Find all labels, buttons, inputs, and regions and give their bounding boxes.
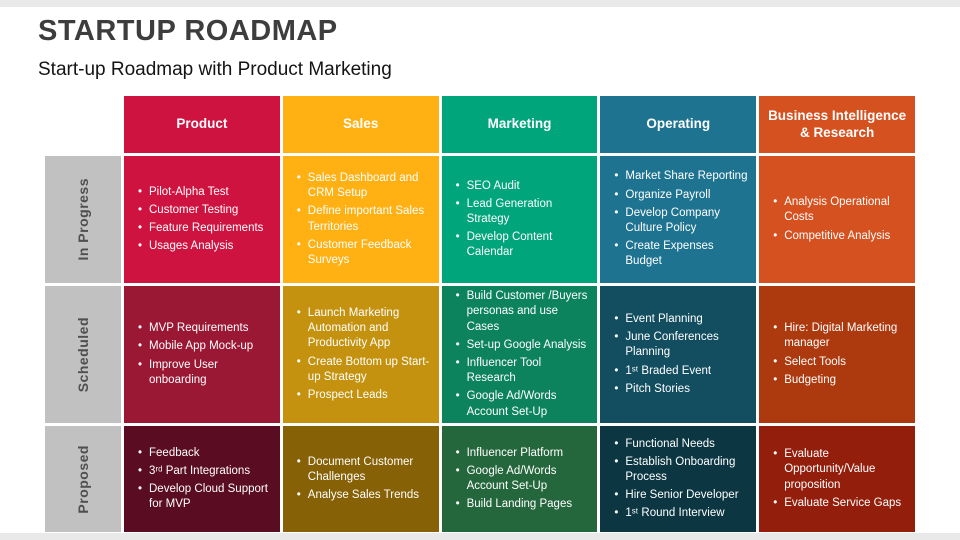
task-list: Market Share ReportingOrganize PayrollDe… — [600, 158, 756, 280]
task-item: Analyse Sales Trends — [297, 488, 431, 503]
task-item: Document Customer Challenges — [297, 455, 431, 485]
task-item: Sales Dashboard and CRM Setup — [297, 171, 431, 201]
slide: STARTUP ROADMAP Start-up Roadmap with Pr… — [0, 7, 960, 533]
column-header-business-intelligence-research: Business Intelligence & Research — [759, 96, 915, 153]
task-list: Build Customer /Buyers personas and use … — [442, 278, 598, 430]
task-item: Feedback — [138, 446, 272, 461]
cell-in-progress-operating: Market Share ReportingOrganize PayrollDe… — [600, 156, 757, 283]
cell-scheduled-sales: Launch Marketing Automation and Producti… — [282, 286, 439, 423]
task-item: Develop Content Calendar — [456, 230, 590, 260]
task-item: Hire: Digital Marketing manager — [773, 321, 907, 351]
task-list: Pilot-Alpha TestCustomer TestingFeature … — [124, 174, 280, 266]
page-subtitle: Start-up Roadmap with Product Marketing — [38, 59, 392, 80]
task-list: Sales Dashboard and CRM SetupDefine impo… — [283, 160, 439, 279]
task-item: Functional Needs — [614, 437, 748, 452]
task-item: Define important Sales Territories — [297, 204, 431, 234]
task-item: SEO Audit — [456, 179, 590, 194]
task-item: June Conferences Planning — [614, 330, 748, 360]
task-list: Evaluate Opportunity/Value propositionEv… — [759, 436, 915, 522]
column-header-operating: Operating — [600, 96, 757, 153]
task-item: Customer Feedback Surveys — [297, 238, 431, 268]
task-item: Build Landing Pages — [456, 497, 590, 512]
task-item: Improve User onboarding — [138, 358, 272, 388]
column-header-label: Sales — [343, 116, 379, 132]
task-list: Launch Marketing Automation and Producti… — [283, 295, 439, 414]
task-item: Create Expenses Budget — [614, 239, 748, 269]
task-list: Hire: Digital Marketing managerSelect To… — [759, 310, 915, 399]
row-label-text: Scheduled — [75, 316, 91, 393]
task-item: 1ˢᵗ Braded Event — [614, 364, 748, 379]
task-item: Google Ad/Words Account Set-Up — [456, 464, 590, 494]
column-header-label: Marketing — [487, 116, 552, 132]
task-item: Prospect Leads — [297, 388, 431, 403]
roadmap-matrix: Product Sales Marketing Operating Business I… — [45, 96, 915, 532]
task-item: Build Customer /Buyers personas and use … — [456, 289, 590, 335]
matrix-corner — [45, 96, 121, 153]
task-item: Pilot-Alpha Test — [138, 185, 272, 200]
row-label-scheduled: Scheduled — [45, 286, 121, 423]
task-item: Develop Cloud Support for MVP — [138, 482, 272, 512]
task-item: Mobile App Mock-up — [138, 339, 272, 354]
task-item: Develop Company Culture Policy — [614, 206, 748, 236]
task-list: Event PlanningJune Conferences Planning 1… — [600, 301, 756, 408]
task-list: Functional NeedsEstablish Onboarding Pro… — [600, 426, 756, 533]
task-item: Hire Senior Developer — [614, 488, 748, 503]
task-item: Establish Onboarding Process — [614, 455, 748, 485]
task-item: Create Bottom up Start-up Strategy — [297, 355, 431, 385]
cell-in-progress-business-intelligence-research: Analysis Operational CostsCompetitive An… — [759, 156, 915, 283]
cell-scheduled-operating: Event PlanningJune Conferences Planning 1… — [600, 286, 757, 423]
task-item: 3ʳᵈ Part Integrations — [138, 464, 272, 479]
task-item: Select Tools — [773, 355, 907, 370]
task-item: Influencer Tool Research — [456, 356, 590, 386]
task-item: Budgeting — [773, 373, 907, 388]
column-header-label: Operating — [646, 116, 711, 132]
task-list: Influencer PlatformGoogle Ad/Words Accou… — [442, 435, 598, 524]
task-list: Document Customer ChallengesAnalyse Sale… — [283, 444, 439, 515]
column-header-product: Product — [124, 96, 280, 153]
column-header-label: Product — [176, 116, 228, 132]
cell-in-progress-marketing: SEO AuditLead Generation StrategyDevelop… — [441, 156, 598, 283]
task-item: Evaluate Opportunity/Value proposition — [773, 447, 907, 493]
column-header-sales: Sales — [282, 96, 439, 153]
page-title: STARTUP ROADMAP — [38, 15, 338, 47]
task-list: Feedback 3ʳᵈ Part IntegrationsDevelop Clo… — [124, 435, 280, 524]
cell-scheduled-business-intelligence-research: Hire: Digital Marketing managerSelect To… — [759, 286, 915, 423]
task-item: Organize Payroll — [614, 188, 748, 203]
task-item: Event Planning — [614, 312, 748, 327]
task-item: Lead Generation Strategy — [456, 197, 590, 227]
cell-in-progress-product: Pilot-Alpha TestCustomer TestingFeature … — [124, 156, 280, 283]
task-item: Set-up Google Analysis — [456, 338, 590, 353]
cell-proposed-sales: Document Customer ChallengesAnalyse Sale… — [282, 426, 439, 532]
column-header-marketing: Marketing — [441, 96, 598, 153]
row-label-text: Proposed — [75, 444, 91, 514]
task-item: Analysis Operational Costs — [773, 195, 907, 225]
task-item: Feature Requirements — [138, 221, 272, 236]
cell-scheduled-product: MVP RequirementsMobile App Mock-upImprov… — [124, 286, 280, 423]
cell-proposed-product: Feedback 3ʳᵈ Part IntegrationsDevelop Clo… — [124, 426, 280, 532]
column-header-label: Business Intelligence & Research — [768, 107, 907, 140]
task-item: Usages Analysis — [138, 239, 272, 254]
row-label-proposed: Proposed — [45, 426, 121, 532]
task-item: Influencer Platform — [456, 446, 590, 461]
task-item: 1ˢᵗ Round Interview — [614, 506, 748, 521]
cell-scheduled-marketing: Build Customer /Buyers personas and use … — [441, 286, 598, 423]
task-list: SEO AuditLead Generation StrategyDevelop… — [442, 168, 598, 272]
task-item: Google Ad/Words Account Set-Up — [456, 389, 590, 419]
task-item: Evaluate Service Gaps — [773, 496, 907, 511]
task-list: MVP RequirementsMobile App Mock-upImprov… — [124, 310, 280, 399]
task-list: Analysis Operational CostsCompetitive An… — [759, 184, 915, 255]
cell-in-progress-sales: Sales Dashboard and CRM SetupDefine impo… — [282, 156, 439, 283]
row-label-in-progress: In Progress — [45, 156, 121, 283]
cell-proposed-marketing: Influencer PlatformGoogle Ad/Words Accou… — [441, 426, 598, 532]
cell-proposed-operating: Functional NeedsEstablish Onboarding Pro… — [600, 426, 757, 533]
task-item: Competitive Analysis — [773, 229, 907, 244]
task-item: Pitch Stories — [614, 382, 748, 397]
row-label-text: In Progress — [75, 178, 91, 261]
task-item: Launch Marketing Automation and Producti… — [297, 306, 431, 352]
task-item: Customer Testing — [138, 203, 272, 218]
cell-proposed-business-intelligence-research: Evaluate Opportunity/Value propositionEv… — [759, 426, 915, 532]
task-item: MVP Requirements — [138, 321, 272, 336]
task-item: Market Share Reporting — [614, 169, 748, 184]
